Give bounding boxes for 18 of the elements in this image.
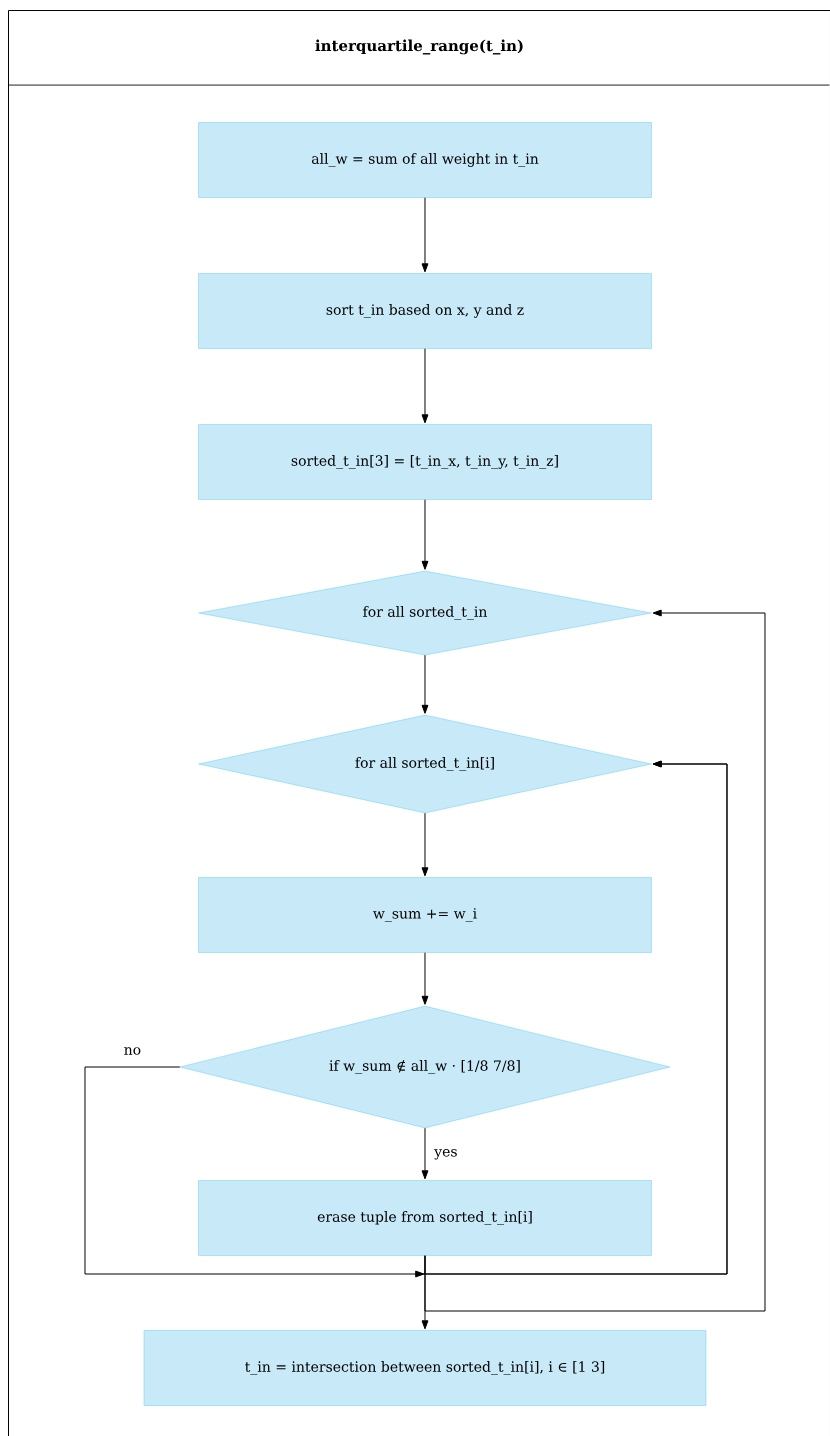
process-box: sorted_t_in[3] = [t_in_x, t_in_y, t_in_z]: [198, 424, 652, 500]
arrow: [421, 499, 429, 570]
process-box: sort t_in based on x, y and z: [198, 273, 652, 349]
edge-label: yes: [433, 1147, 459, 1161]
process-box: all_w = sum of all weight in t_in: [198, 122, 652, 198]
process-box: erase tuple from sorted_t_in[i]: [198, 1180, 652, 1256]
arrow: [424, 760, 728, 1275]
arrow: [421, 348, 429, 424]
process-box: t_in = intersection between sorted_t_in[i], i ∈ [1 3]: [143, 1330, 707, 1406]
arrow: [421, 1127, 429, 1180]
arrow: [421, 654, 429, 714]
arrow: [421, 952, 429, 1005]
arrow: [421, 197, 429, 273]
edge-label: no: [122, 1046, 143, 1056]
arrow: [424, 609, 766, 1312]
arrow: [421, 812, 429, 877]
arrow: [421, 1255, 429, 1330]
process-box: w_sum += w_i: [198, 877, 652, 953]
